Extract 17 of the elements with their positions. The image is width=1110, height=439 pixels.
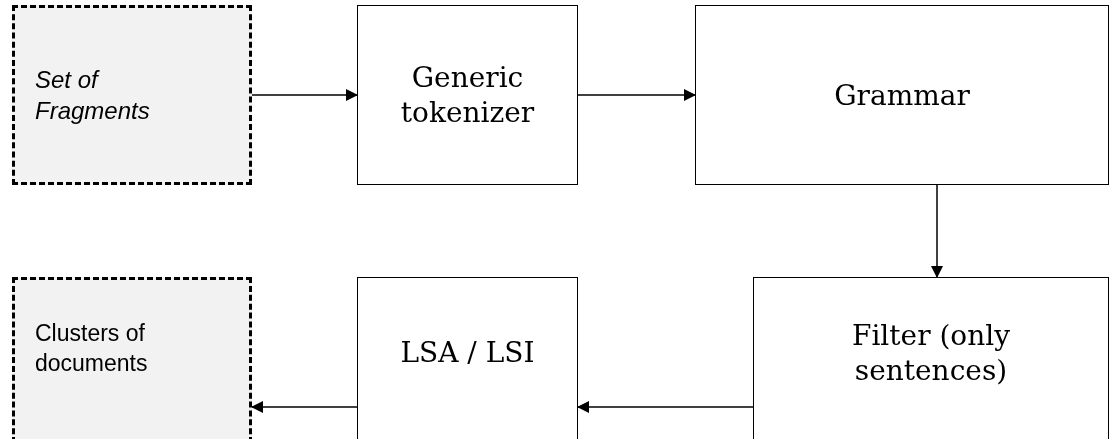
arrow — [251, 401, 358, 413]
process-box — [357, 277, 578, 439]
process-box — [357, 5, 578, 185]
box-label: Grammar — [834, 77, 970, 113]
data-box — [12, 5, 252, 185]
box-label: Clusters of documents — [35, 318, 149, 378]
arrow — [931, 184, 943, 278]
arrow — [577, 401, 754, 413]
box-label: Generic tokenizer — [399, 60, 536, 130]
box-label: LSA / LSI — [400, 335, 535, 370]
box-label: Filter (only sentences) — [850, 317, 1011, 388]
data-box — [12, 277, 252, 439]
process-box — [695, 5, 1109, 185]
arrow — [251, 89, 358, 101]
process-box — [753, 277, 1109, 439]
box-label: Set of Fragments — [35, 64, 151, 126]
arrow — [577, 89, 696, 101]
